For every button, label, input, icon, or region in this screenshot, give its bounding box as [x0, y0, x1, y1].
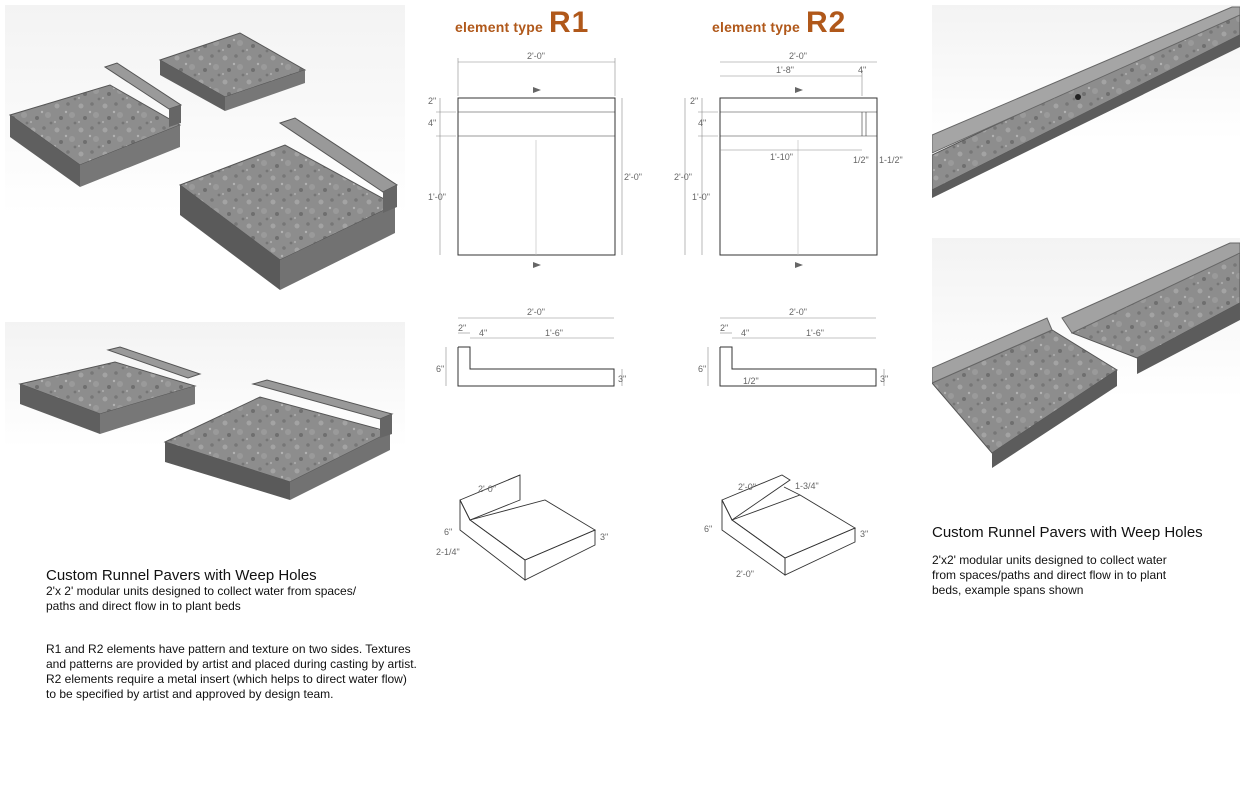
weep-hole-icon	[1075, 94, 1081, 100]
r1-section-6in-label: 6"	[436, 364, 444, 374]
header-r2-prefix: element type	[712, 19, 800, 35]
r2-section-drawing	[707, 317, 885, 387]
r1-plan-drawing	[436, 58, 623, 256]
r2-plan-width-label: 2'-0"	[789, 51, 807, 61]
left-caption-para-line: R2 elements require a metal insert (whic…	[46, 672, 407, 686]
r1-plan-4in-label: 4"	[428, 118, 436, 128]
r1-plan-width-label: 2'-0"	[527, 51, 545, 61]
r2-section-width-label: 2'-0"	[789, 307, 807, 317]
left-caption: Custom Runnel Pavers with Weep Holes 2'x…	[46, 567, 476, 702]
header-r2-code: R2	[806, 6, 847, 39]
r2-iso-6in-label: 6"	[704, 524, 712, 534]
left-caption-line2: paths and direct flow in to plant beds	[46, 599, 241, 613]
r1-section-width-label: 2'-0"	[527, 307, 545, 317]
paver-render-span-joint	[932, 242, 1240, 468]
right-caption-line: from spaces/paths and direct flow in to …	[932, 568, 1167, 582]
r1-plan-1ft-label: 1'-0"	[428, 192, 446, 202]
r1-section-2in-label: 2"	[458, 323, 466, 333]
right-caption-line: 2'x2' modular units designed to collect …	[932, 553, 1167, 567]
r1-section-1ft6-label: 1'-6"	[545, 328, 563, 338]
r2-plan-1half-label: 1-1/2"	[879, 155, 903, 165]
header-r1: element type R1	[455, 6, 589, 40]
left-caption-para-line: R1 and R2 elements have pattern and text…	[46, 642, 411, 656]
right-caption-line: beds, example spans shown	[932, 583, 1084, 597]
r2-section-6in-label: 6"	[698, 364, 706, 374]
r1-iso-drawing	[459, 474, 596, 581]
flow-arrow-icon	[533, 87, 541, 93]
header-r1-code: R1	[549, 6, 590, 39]
header-r2: element type R2	[712, 6, 846, 40]
r2-plan-1ft-label: 1'-0"	[692, 192, 710, 202]
left-caption-para-line: and patterns are provided by artist and …	[46, 657, 417, 671]
paver-render-exploded-r1	[8, 32, 399, 290]
r2-plan-depth-label: 2'-0"	[674, 172, 692, 182]
r1-section-3in-label: 3"	[618, 374, 626, 384]
render-top-right	[932, 5, 1240, 198]
r2-section-2in-label: 2"	[720, 323, 728, 333]
left-caption-para-line: to be specified by artist and approved b…	[46, 687, 334, 701]
r2-section-4in-label: 4"	[741, 328, 749, 338]
right-caption: Custom Runnel Pavers with Weep Holes 2'x…	[932, 524, 1237, 598]
r1-plan-depth-label: 2'-0"	[624, 172, 642, 182]
r2-iso-1-3-4-label: 1-3/4"	[795, 481, 819, 491]
flow-arrow-icon	[533, 262, 541, 268]
r2-plan-half-label: 1/2"	[853, 155, 869, 165]
r2-plan-4in-label: 4"	[698, 118, 706, 128]
render-mid-left	[5, 322, 405, 502]
render-top-left	[5, 5, 405, 305]
r2-plan-drawing	[684, 61, 878, 256]
left-caption-line1: 2'x 2' modular units designed to collect…	[46, 584, 357, 598]
flow-arrow-icon	[795, 87, 803, 93]
left-caption-title: Custom Runnel Pavers with Weep Holes	[46, 567, 317, 584]
r1-section-4in-label: 4"	[479, 328, 487, 338]
paver-render-pair	[18, 346, 394, 500]
r2-plan-2in-label: 2"	[690, 96, 698, 106]
r2-plan-4in-top-label: 4"	[858, 65, 866, 75]
header-r1-prefix: element type	[455, 19, 543, 35]
r2-plan-1ft10-label: 1'-10"	[770, 152, 793, 162]
r2-iso-2ft-top-label: 2'-0"	[738, 482, 756, 492]
r1-iso-3in-label: 3"	[600, 532, 608, 542]
r2-section-half-label: 1/2"	[743, 376, 759, 386]
r2-plan-1ft8-label: 1'-8"	[776, 65, 794, 75]
r2-iso-drawing	[721, 474, 856, 576]
r1-iso-6in-label: 6"	[444, 527, 452, 537]
r1-plan-2in-label: 2"	[428, 96, 436, 106]
render-mid-right	[932, 238, 1240, 468]
r1-iso-2quarter-label: 2-1/4"	[436, 547, 460, 557]
right-caption-title: Custom Runnel Pavers with Weep Holes	[932, 524, 1203, 541]
r1-section-drawing	[445, 317, 623, 387]
r2-section-3in-label: 3"	[880, 374, 888, 384]
r2-iso-2ft-bottom-label: 2'-0"	[736, 569, 754, 579]
r2-iso-3in-label: 3"	[860, 529, 868, 539]
r2-section-1ft6-label: 1'-6"	[806, 328, 824, 338]
r1-iso-2ft-label: 2'-0"	[478, 484, 496, 494]
flow-arrow-icon	[795, 262, 803, 268]
paver-render-span-long	[932, 6, 1240, 198]
